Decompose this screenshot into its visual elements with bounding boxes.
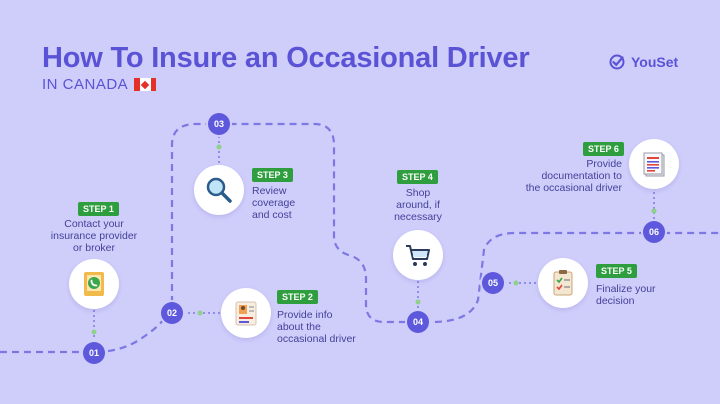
documents-icon (643, 152, 665, 177)
step2-icon-circle (221, 288, 271, 338)
step6-icon-circle (629, 139, 679, 189)
step3-node: 03 (208, 113, 230, 135)
step5-node: 05 (482, 272, 504, 294)
step4-icon-circle (393, 230, 443, 280)
step3-text: Review coverage and cost (252, 185, 296, 221)
step1-badge: STEP 1 (78, 202, 119, 216)
step2-node: 02 (161, 302, 183, 324)
checkmark-circle-icon (609, 54, 625, 70)
step6-text: Provide documentation to the occasional … (525, 158, 622, 194)
step4-badge: STEP 4 (397, 170, 438, 184)
step5-text: Finalize your decision (596, 283, 656, 307)
step4-text: Shop around, if necessary (394, 187, 442, 223)
step6-node: 06 (643, 221, 665, 243)
step2-badge: STEP 2 (277, 290, 318, 304)
shopping-cart-icon (406, 245, 430, 266)
step5-badge: STEP 5 (596, 264, 637, 278)
magnifier-icon (206, 177, 232, 203)
subtitle: IN CANADA (42, 76, 157, 93)
step1-node: 01 (83, 342, 105, 364)
step1-icon-circle (69, 259, 119, 309)
brand-name: YouSet (631, 54, 679, 70)
page-title: How To Insure an Occasional Driver (42, 42, 530, 74)
step6-badge: STEP 6 (583, 142, 624, 156)
step3-icon-circle (194, 165, 244, 215)
checklist-icon (553, 270, 573, 296)
step1-text: Contact your insurance provider or broke… (50, 218, 138, 254)
step2-text: Provide info about the occasional driver (277, 309, 356, 345)
step3-badge: STEP 3 (252, 168, 293, 182)
step5-icon-circle (538, 258, 588, 308)
subtitle-text: IN CANADA (42, 76, 129, 93)
id-card-icon (235, 301, 257, 326)
brand-logo: YouSet (609, 54, 678, 70)
canada-flag-icon (134, 78, 157, 91)
phone-call-icon (84, 272, 104, 296)
step4-node: 04 (407, 311, 429, 333)
